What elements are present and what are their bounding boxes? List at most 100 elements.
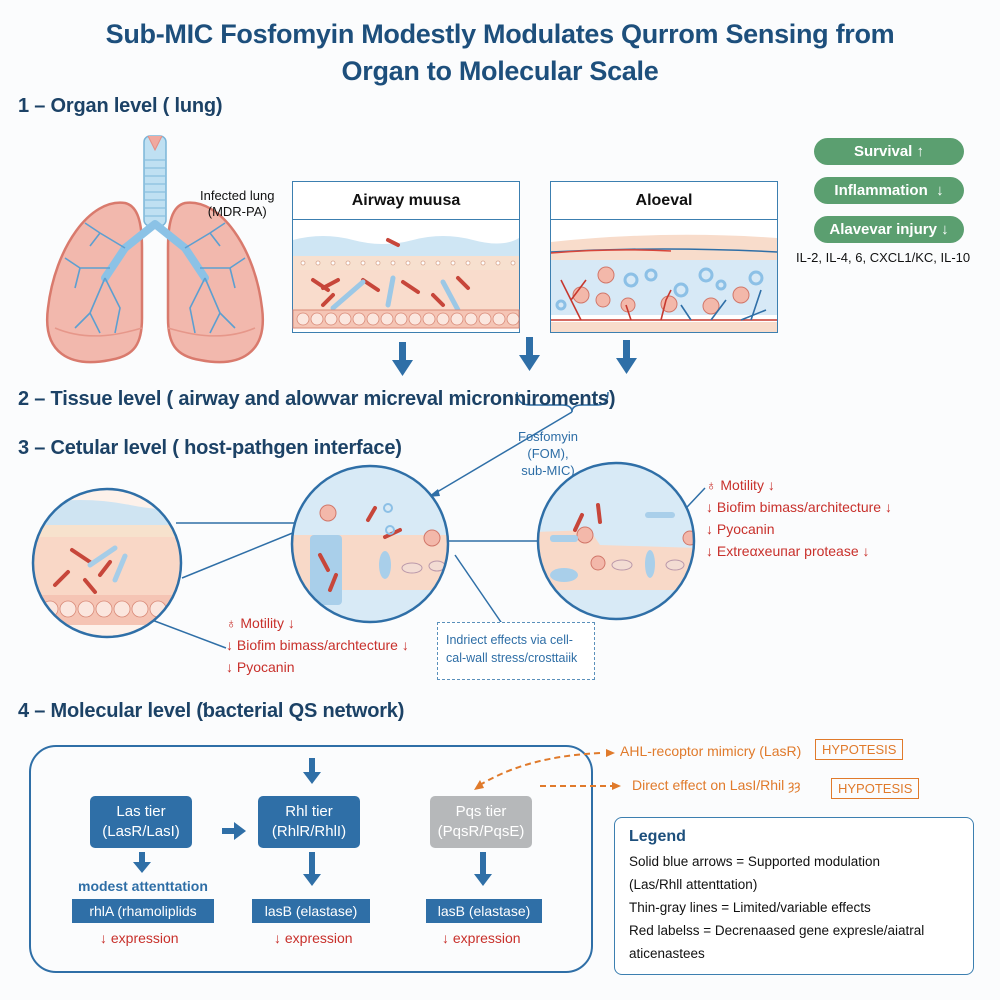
arrow-down-icon: ↓ [226, 659, 233, 675]
effect-text: Pyocanin [236, 659, 295, 675]
effect-item: ♁ Motility ↓ [706, 474, 892, 496]
indirect-line-1: Indriect effects via cell- [446, 633, 573, 647]
qs-network-frame [29, 745, 593, 973]
host-pathogen-interface-detail [292, 466, 448, 622]
cytokine-list: IL-2, IL-4, 6, CXCL1/KC, IL-10 [796, 250, 971, 265]
effect-item: ♁ Motility ↓ [226, 612, 409, 634]
tier-rhl-sub: (RhlR/RhlI) [271, 823, 347, 840]
section-organ-heading: 1 – Organ level ( lung) [18, 95, 223, 117]
lung-icon [45, 135, 265, 364]
alveolar-cell-detail [538, 463, 694, 619]
arrow-down-icon: ↓ [706, 521, 713, 537]
gene-rhla-effect: ↓ expression [100, 930, 179, 946]
alveolar-illustration [550, 220, 778, 332]
arrow-down-icon: ↓ [941, 221, 949, 238]
tier-rhl-name: Rhl tier [285, 803, 333, 820]
gene-lasb-rhl: lasB (elastase) [252, 899, 370, 923]
airway-mucosa-panel: Airway muusa [292, 181, 520, 333]
fosfomycin-label: Fosfomyin (FOM), sub-MIC) [518, 428, 578, 479]
effect-text: Pyocanin [716, 521, 775, 537]
arrow-down-icon [303, 852, 321, 886]
section-molecular-heading: 4 – Molecular level (ƅacterial QS networ… [18, 700, 405, 722]
arrow-down-icon [519, 337, 540, 371]
tier-las-name: Las tier [116, 803, 166, 820]
legend-line: aticenastees [629, 946, 705, 961]
las-note: modest attenttation [78, 878, 208, 894]
section-tissue-heading: 2 – Tissue level ( airway and alowvar mi… [18, 388, 616, 410]
arrow-down-icon [133, 852, 151, 873]
arrow-down-icon [392, 342, 413, 376]
lung-label: Infected lung (MDR-PA) [200, 188, 274, 220]
effect-text: Extreαxeuпar protease ↓ [716, 543, 870, 559]
connector-line [431, 411, 573, 496]
outcome-inflammation-label: Inflammation [834, 182, 928, 199]
tier-rhl: Rhl tier (RhlR/RhlI) [258, 796, 360, 848]
drug-label-line-2: (FOM), [527, 446, 569, 461]
outcome-inflammation: Inflammation ↓ [814, 177, 964, 204]
legend-line: Solid blue arrows = Supported modulation [629, 854, 881, 869]
arrow-down-icon [303, 758, 321, 784]
flask-icon: ♁ [226, 615, 237, 631]
effect-item: ↓ Biofim bimass/archtecture ↓ [226, 634, 409, 656]
effect-item: ↓ Biofim bimass/architecture ↓ [706, 496, 892, 518]
effect-text: Motility ↓ [720, 477, 775, 493]
drug-label-line-1: Fosfomyin [518, 429, 578, 444]
tier-las-sub: (LasR/LasI) [102, 823, 180, 840]
effect-item: ↓ Pyocanin [706, 518, 892, 540]
airway-mucosa-illustration [292, 220, 520, 332]
legend-title: Legend [629, 828, 686, 845]
arrow-down-icon: ↓ [936, 182, 944, 199]
legend-line: Thin-gray lines = Limited/variable effec… [629, 900, 871, 915]
gene-lasb-rhl-effect: ↓ expression [274, 930, 353, 946]
title-line-2: Organ to Molecular Scale [341, 56, 659, 86]
effect-text: Biofim bimass/archtecture ↓ [236, 637, 409, 653]
drug-label-line-3: sub-MIC) [521, 463, 575, 478]
outcome-injury-label: Alavevar injury [829, 221, 937, 238]
arrow-head-icon [612, 782, 621, 790]
tier-pqs: Pqs tier (PqsR/PqsE) [430, 796, 532, 848]
outcome-survival: Survival ↑ [814, 138, 964, 165]
arrow-right-icon [222, 822, 246, 840]
arrow-down-icon: ↓ [706, 543, 713, 559]
hypothesis-2-badge: HYPOTESIS [831, 778, 920, 799]
page-title: Sub-MIC Fosfomyin Modestly Modulates Qur… [0, 16, 1000, 90]
hypothesis-2-text: Direct effect on LasI/Rhil ȝȝ [632, 777, 801, 793]
effect-item: ↓ Extreαxeuпar protease ↓ [706, 540, 892, 562]
arrow-down-icon [616, 340, 637, 374]
indirect-effects-box: Indriect effects via cell- cal-wall stre… [437, 622, 595, 680]
hypothesis-1-badge: HYPOTESIS [815, 739, 904, 760]
outcome-survival-label: Survival [853, 143, 913, 160]
section-cellular-heading: 3 – Cetular level ( host-pathgen interfa… [18, 437, 402, 459]
arrow-up-icon: ↑ [916, 143, 925, 160]
right-effects-list: ♁ Motility ↓ ↓ Biofim bimass/architectur… [706, 474, 892, 562]
alveolar-panel-title: Aloeval [551, 182, 777, 220]
effect-text: Biofim bimass/architecture ↓ [716, 499, 892, 515]
arrow-down-icon: ↓ [226, 637, 233, 653]
title-line-1: Sub-MIC Fosfomyin Modestly Modulates Qur… [105, 19, 895, 49]
tier-las: Las tier (LasR/LasI) [90, 796, 192, 848]
legend-box: Legend Solid blue arrows = Supported mod… [614, 817, 974, 975]
lung-label-line-2: (MDR-PA) [207, 204, 267, 219]
legend-line: Red labelss = Decrenaased gene expresle/… [629, 923, 925, 938]
hypothesis-1-text: AHL-recoptor mimicry (LasR) [620, 743, 802, 759]
arrow-down-icon: ↓ [706, 499, 713, 515]
airway-panel-title: Airway muusa [293, 182, 519, 220]
lung-illustration [45, 135, 265, 364]
gene-rhla: rhlA (rhamoliplids [72, 899, 214, 923]
lung-label-line-1: Infected lung [200, 188, 275, 203]
effect-item: ↓ Pyocanin [226, 656, 409, 678]
legend-line: (Las/Rhll attenttation) [629, 877, 758, 892]
gene-lasb-pqs-effect: ↓ expression [442, 930, 521, 946]
indirect-line-2: cal-wall stress/crosttaiik [446, 651, 578, 665]
gene-lasb-pqs: lasB (elastase) [426, 899, 542, 923]
flask-icon: ♁ [706, 477, 717, 493]
arrow-head-icon [606, 749, 615, 757]
arrow-down-icon [474, 852, 492, 886]
tier-pqs-name: Pqs tier [455, 803, 507, 820]
tier-pqs-sub: (PqsR/PqsE) [437, 823, 525, 840]
alveolar-panel: Aloeval [550, 181, 778, 333]
outcome-alveolar-injury: Alavevar injury ↓ [814, 216, 964, 243]
